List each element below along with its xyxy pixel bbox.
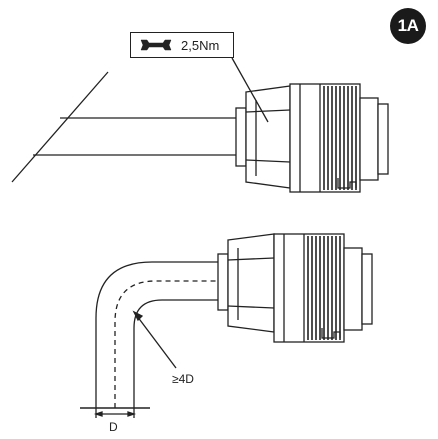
bottom-connector	[217, 233, 373, 343]
diameter-dimension	[93, 408, 137, 418]
diameter-label: D	[109, 420, 118, 434]
straight-cable	[11, 71, 236, 183]
wrench-icon	[140, 39, 172, 51]
bend-radius-label: ≥4D	[172, 372, 194, 386]
top-connector	[235, 83, 389, 193]
torque-callout: 2,5Nm	[130, 32, 234, 58]
bent-cable	[80, 261, 218, 409]
figure-badge: 1A	[390, 8, 426, 44]
torque-value: 2,5Nm	[181, 37, 220, 53]
radius-arrow	[132, 310, 144, 322]
torque-leader-line	[231, 57, 269, 123]
figure-badge-text: 1A	[397, 16, 419, 35]
radius-leader-line	[133, 311, 177, 369]
